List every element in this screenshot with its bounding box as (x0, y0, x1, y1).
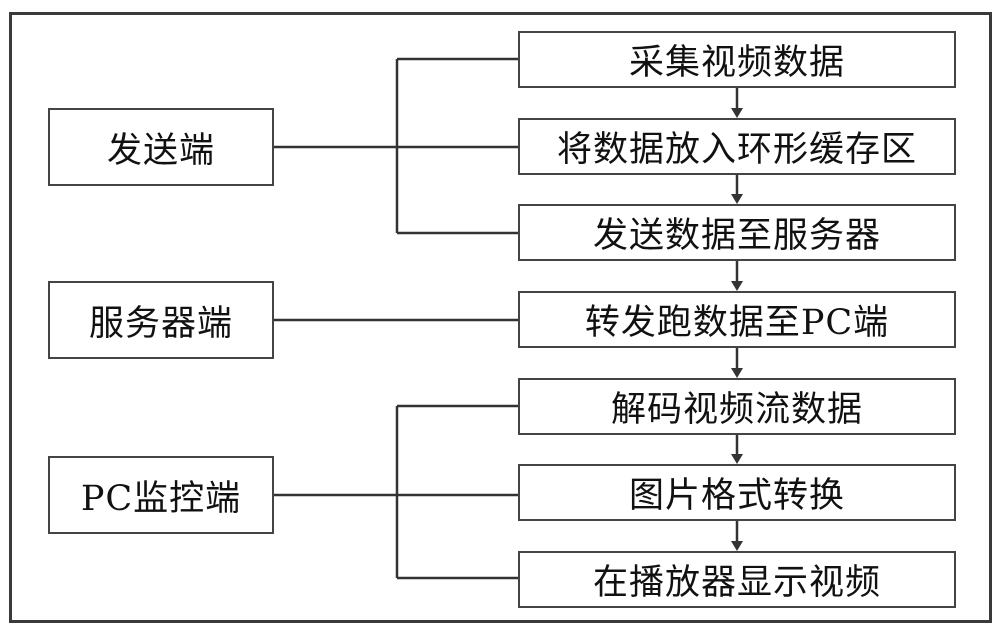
step-image-convert: 图片格式转换 (518, 464, 956, 521)
arrowhead-4 (731, 368, 743, 378)
step-ring-buffer: 将数据放入环形缓存区 (518, 118, 956, 175)
server-box: 服务器端 (48, 281, 274, 359)
arrowhead-3 (731, 281, 743, 291)
sender-box: 发送端 (48, 108, 274, 186)
step-decode-stream: 解码视频流数据 (518, 378, 956, 435)
step-forward-to-pc: 转发跑数据至PC端 (518, 291, 956, 348)
diagram-frame (9, 12, 992, 623)
step-capture-video: 采集视频数据 (518, 31, 956, 88)
step-player-display: 在播放器显示视频 (518, 551, 956, 608)
arrowhead-2 (731, 194, 743, 204)
step-send-to-server: 发送数据至服务器 (518, 204, 956, 261)
pc-monitor-box: PC监控端 (48, 456, 274, 534)
arrowhead-1 (731, 108, 743, 118)
arrowhead-5 (731, 454, 743, 464)
arrowhead-6 (731, 541, 743, 551)
